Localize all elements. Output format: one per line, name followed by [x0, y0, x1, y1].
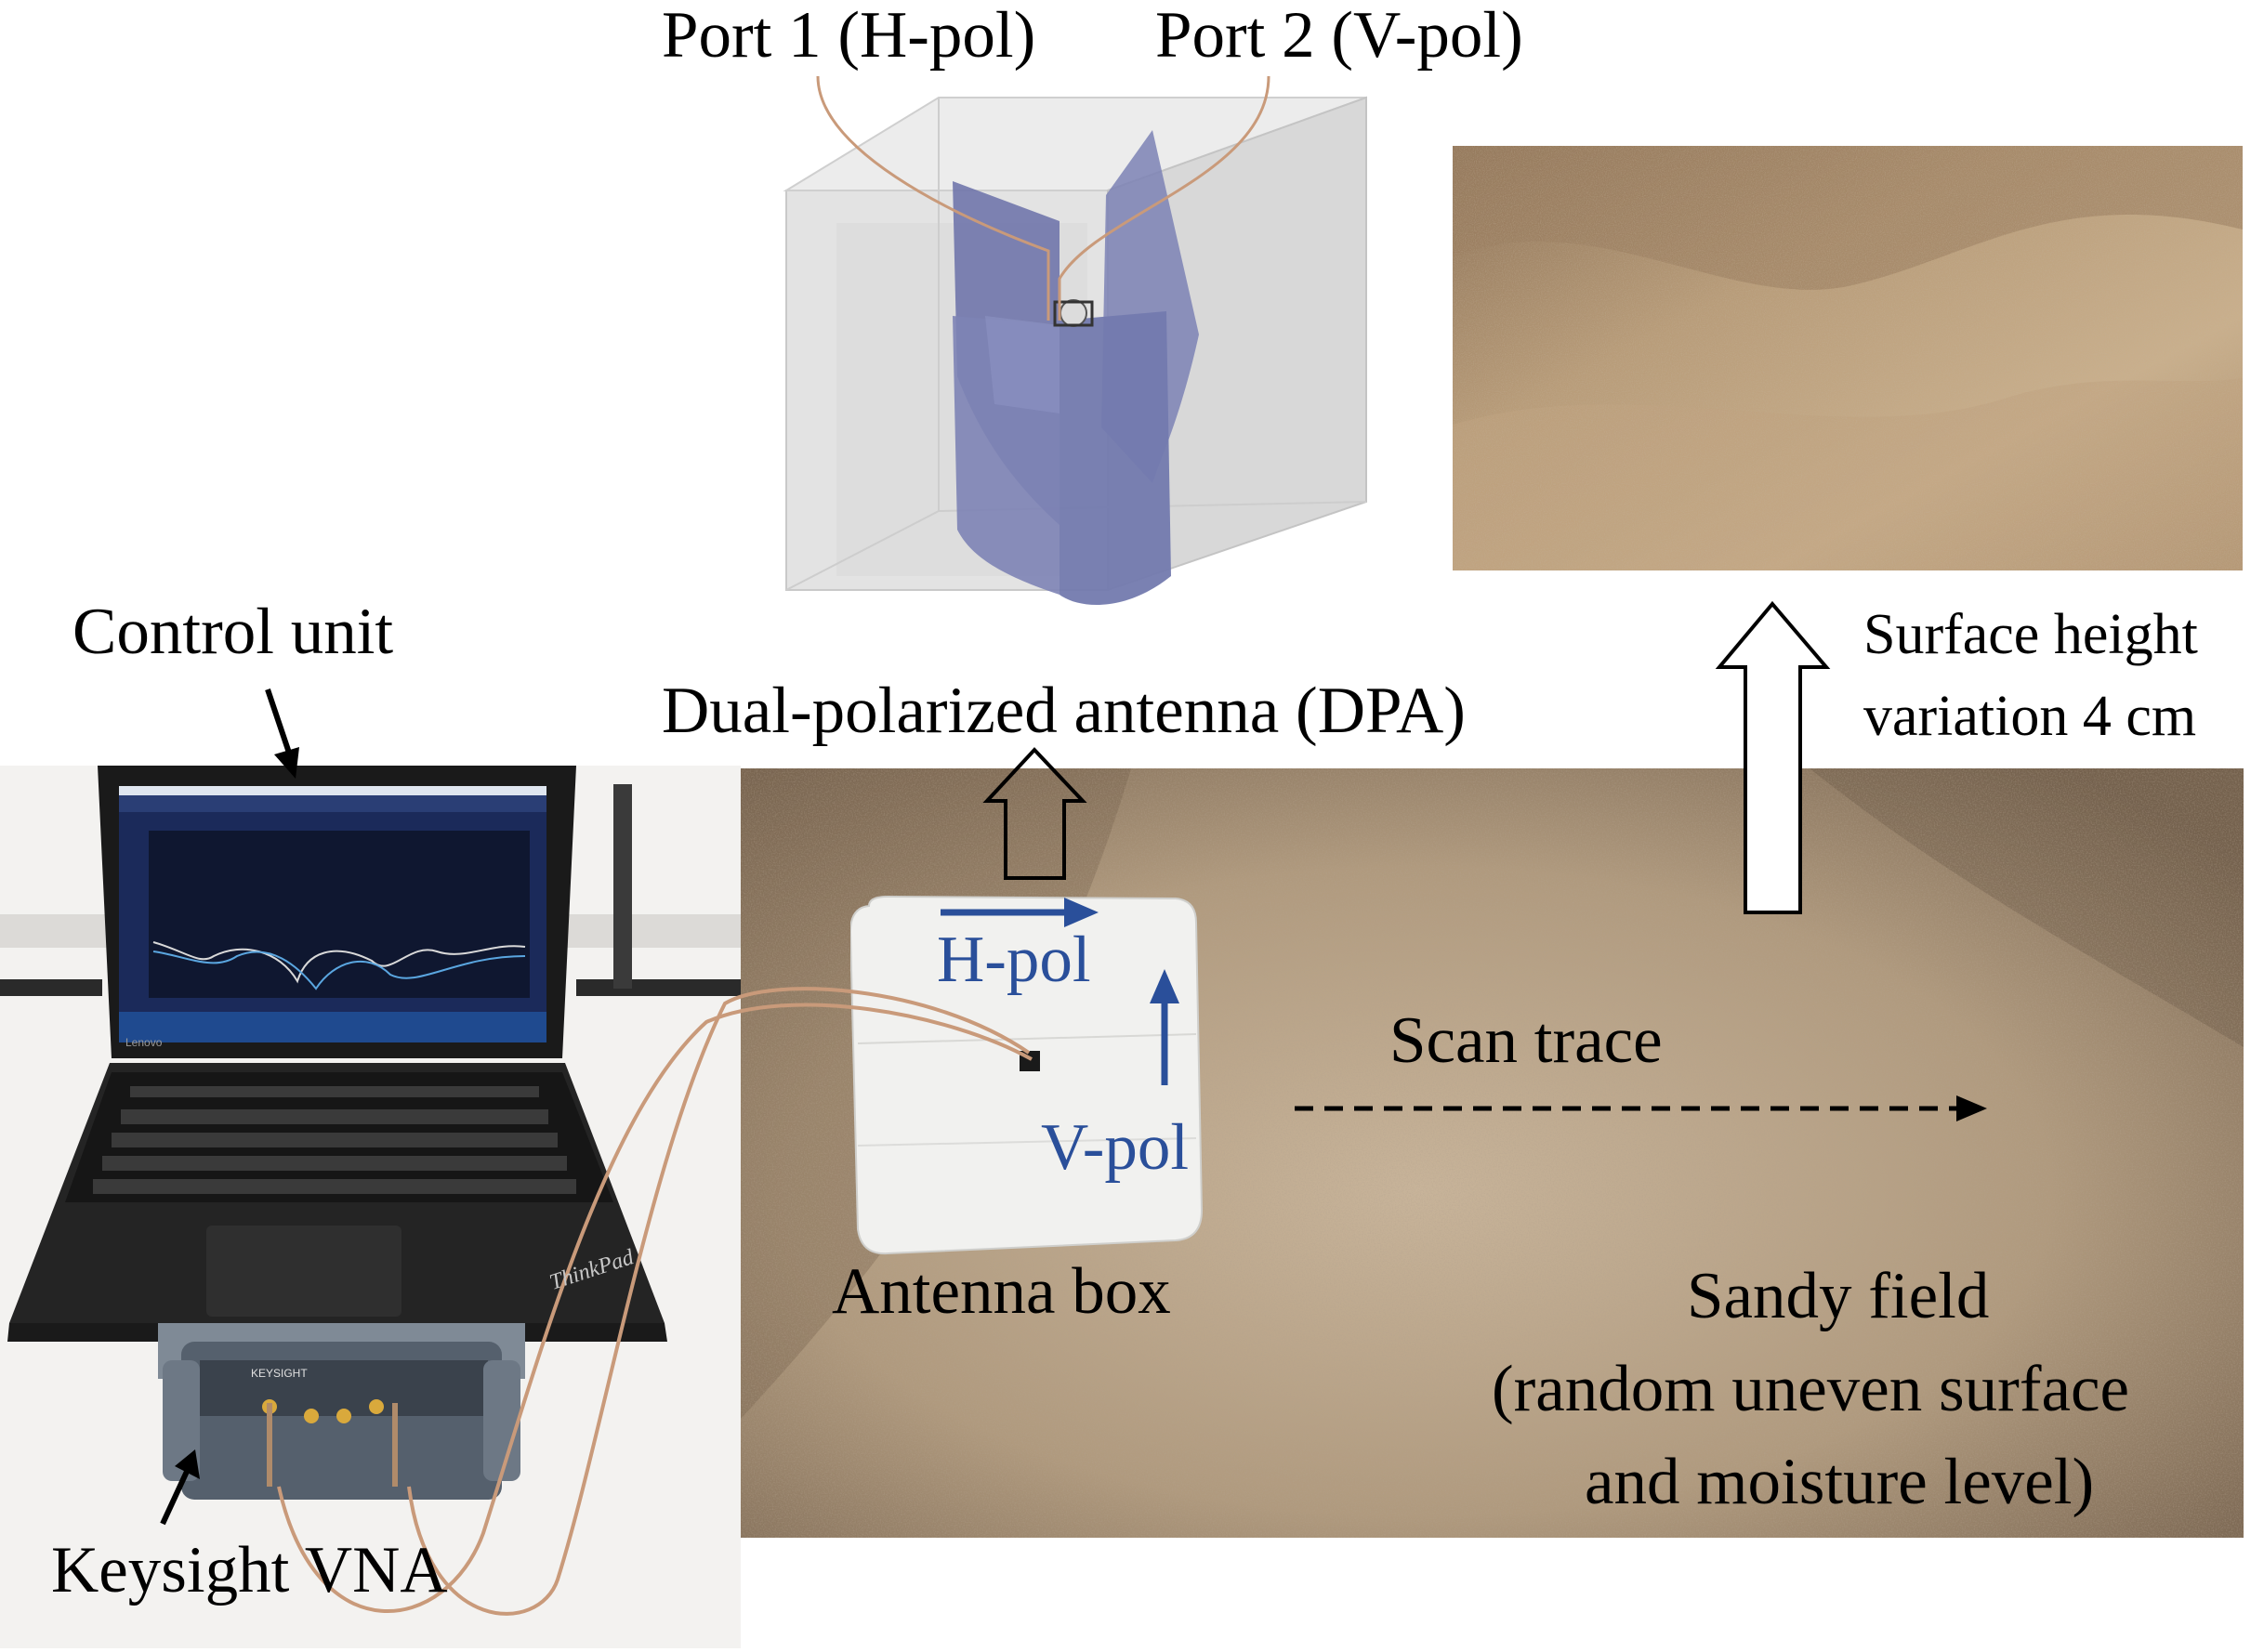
- vna-brand-text: KEYSIGHT: [251, 1367, 308, 1380]
- laptop-vna-photo: Lenovo KEYSIGHT: [0, 766, 741, 1648]
- laptop-brand-text: Lenovo: [125, 1036, 163, 1049]
- sandy-field-label-line2: (random uneven surface: [1492, 1353, 2130, 1425]
- vpol-label: V-pol: [1041, 1111, 1190, 1184]
- port1-cable: [816, 75, 1050, 321]
- sandy-field-label-line3: and moisture level): [1585, 1446, 2095, 1518]
- port2-cable: [1058, 75, 1270, 321]
- surface-height-hollow-arrow: [1715, 600, 1831, 914]
- sand-closeup-photo: [1453, 146, 2243, 570]
- keysight-arrow: [160, 1462, 193, 1526]
- antenna-3d-model: [781, 93, 1376, 613]
- hpol-label: H-pol: [937, 924, 1091, 996]
- keyboard: [93, 1086, 576, 1194]
- vna-cable-1: [407, 987, 1031, 1616]
- surface-height-label-line2: variation 4 cm: [1863, 685, 2197, 748]
- scan-trace-label: Scan trace: [1389, 1004, 1663, 1077]
- dpa-label: Dual-polarized antenna (DPA): [662, 675, 1466, 747]
- control-unit-label: Control unit: [72, 596, 394, 668]
- antenna-box-label: Antenna box: [832, 1255, 1171, 1328]
- antenna-box: [850, 895, 1204, 1255]
- sandy-field-label-line1: Sandy field: [1687, 1260, 1990, 1332]
- port2-label: Port 2 (V-pol): [1155, 0, 1523, 72]
- surface-height-label-line1: Surface height: [1863, 603, 2198, 666]
- vna-cable-2: [277, 1003, 1033, 1613]
- antenna-fins: [953, 130, 1199, 606]
- keysight-vna: KEYSIGHT: [158, 1323, 525, 1500]
- dpa-hollow-arrow: [982, 747, 1087, 880]
- port1-label: Port 1 (H-pol): [662, 0, 1036, 72]
- keysight-vna-label: Keysight VNA: [51, 1534, 448, 1606]
